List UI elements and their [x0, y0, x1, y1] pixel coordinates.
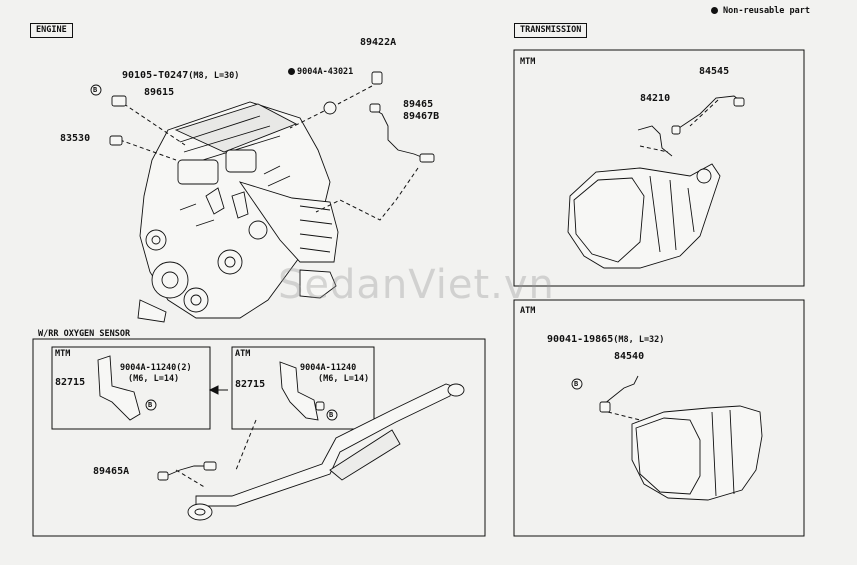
b-marker-engine: B — [93, 86, 98, 94]
watermark: SedanViet.vn — [278, 262, 555, 308]
sensor-89422A-part — [371, 71, 383, 85]
part-9004A-43021[interactable]: 9004A-43021 — [288, 66, 353, 78]
part-84545[interactable]: 84545 — [699, 66, 730, 77]
part-90105-number: 90105-T0247 — [122, 70, 189, 81]
b-marker-circle-mtm-bracket — [145, 399, 157, 411]
alternate-part-arrow — [208, 385, 228, 395]
section-mtm-transmission: MTM — [520, 57, 536, 67]
part-9004A-11240-atm-spec: (M6, L=14) — [318, 374, 370, 384]
section-transmission: TRANSMISSION — [514, 23, 588, 38]
section-atm-transmission: ATM — [520, 306, 536, 316]
b-marker-circle-atm-bracket — [326, 409, 338, 421]
part-89465A[interactable]: 89465A — [93, 466, 130, 477]
inner-atm-panel — [231, 346, 375, 430]
part-90105-T0247[interactable]: 90105-T0247(M8, L=30) — [122, 70, 239, 82]
part-89467B[interactable]: 89467B — [403, 111, 440, 122]
transmission-mtm-panel — [513, 49, 805, 287]
part-9004A-43021-number: 9004A-43021 — [297, 67, 354, 77]
b-marker-atm: B — [574, 380, 579, 388]
non-reusable-dot-icon — [711, 7, 718, 14]
part-89422A[interactable]: 89422A — [360, 37, 397, 48]
section-engine: ENGINE — [30, 23, 73, 38]
sensor-83530-part — [109, 135, 123, 146]
part-89465[interactable]: 89465 — [403, 99, 434, 110]
sensor-89615-part — [111, 95, 127, 107]
part-82715-atm[interactable]: 82715 — [235, 379, 266, 390]
part-82715-mtm[interactable]: 82715 — [55, 377, 86, 388]
part-90041-19865[interactable]: 90041-19865(M8, L=32) — [547, 334, 664, 346]
part-84540[interactable]: 84540 — [614, 351, 645, 362]
sensor-84540-part — [603, 375, 639, 405]
legend-non-reusable: Non-reusable part — [711, 6, 810, 16]
exhaust-pipe-drawing — [157, 383, 465, 521]
transmission-atm-panel — [513, 299, 805, 537]
b-marker-atm-bracket: B — [329, 411, 334, 419]
non-reusable-dot-icon — [288, 68, 295, 75]
sensor-84545-part — [675, 95, 743, 131]
bracket-82715-atm-part — [279, 361, 319, 421]
part-9004A-11240-atm[interactable]: 9004A-11240 — [300, 363, 357, 373]
part-90041-number: 90041-19865 — [547, 334, 614, 345]
b-marker-mtm-bracket: B — [148, 401, 153, 409]
part-90041-spec: (M8, L=32) — [613, 335, 665, 345]
b-marker-circle-atm — [571, 378, 583, 390]
part-9004A-11240-mtm[interactable]: 9004A-11240(2) — [120, 363, 192, 373]
b-marker-circle-engine — [90, 84, 102, 96]
legend-text: Non-reusable part — [723, 6, 810, 16]
part-84210[interactable]: 84210 — [640, 93, 671, 104]
part-90105-spec: (M8, L=30) — [188, 71, 240, 81]
part-9004A-11240-mtm-spec: (M6, L=14) — [128, 374, 180, 384]
part-89615[interactable]: 89615 — [144, 87, 175, 98]
section-wrr-oxygen-sensor: W/RR OXYGEN SENSOR — [38, 329, 131, 339]
bracket-82715-mtm-part — [97, 355, 141, 421]
part-83530[interactable]: 83530 — [60, 133, 91, 144]
section-inner-atm: ATM — [235, 349, 251, 359]
inner-mtm-panel — [51, 346, 211, 430]
engine-assembly-drawing — [137, 101, 339, 323]
manual-transmission-drawing — [567, 95, 745, 269]
cable-84210-part — [637, 125, 673, 157]
wrr-oxygen-panel — [32, 338, 486, 537]
gasket-9004A-43021-part — [323, 101, 337, 115]
automatic-transmission-drawing — [599, 375, 763, 501]
oxygen-sensor-89465A-part — [165, 465, 208, 477]
section-inner-mtm: MTM — [55, 349, 71, 359]
